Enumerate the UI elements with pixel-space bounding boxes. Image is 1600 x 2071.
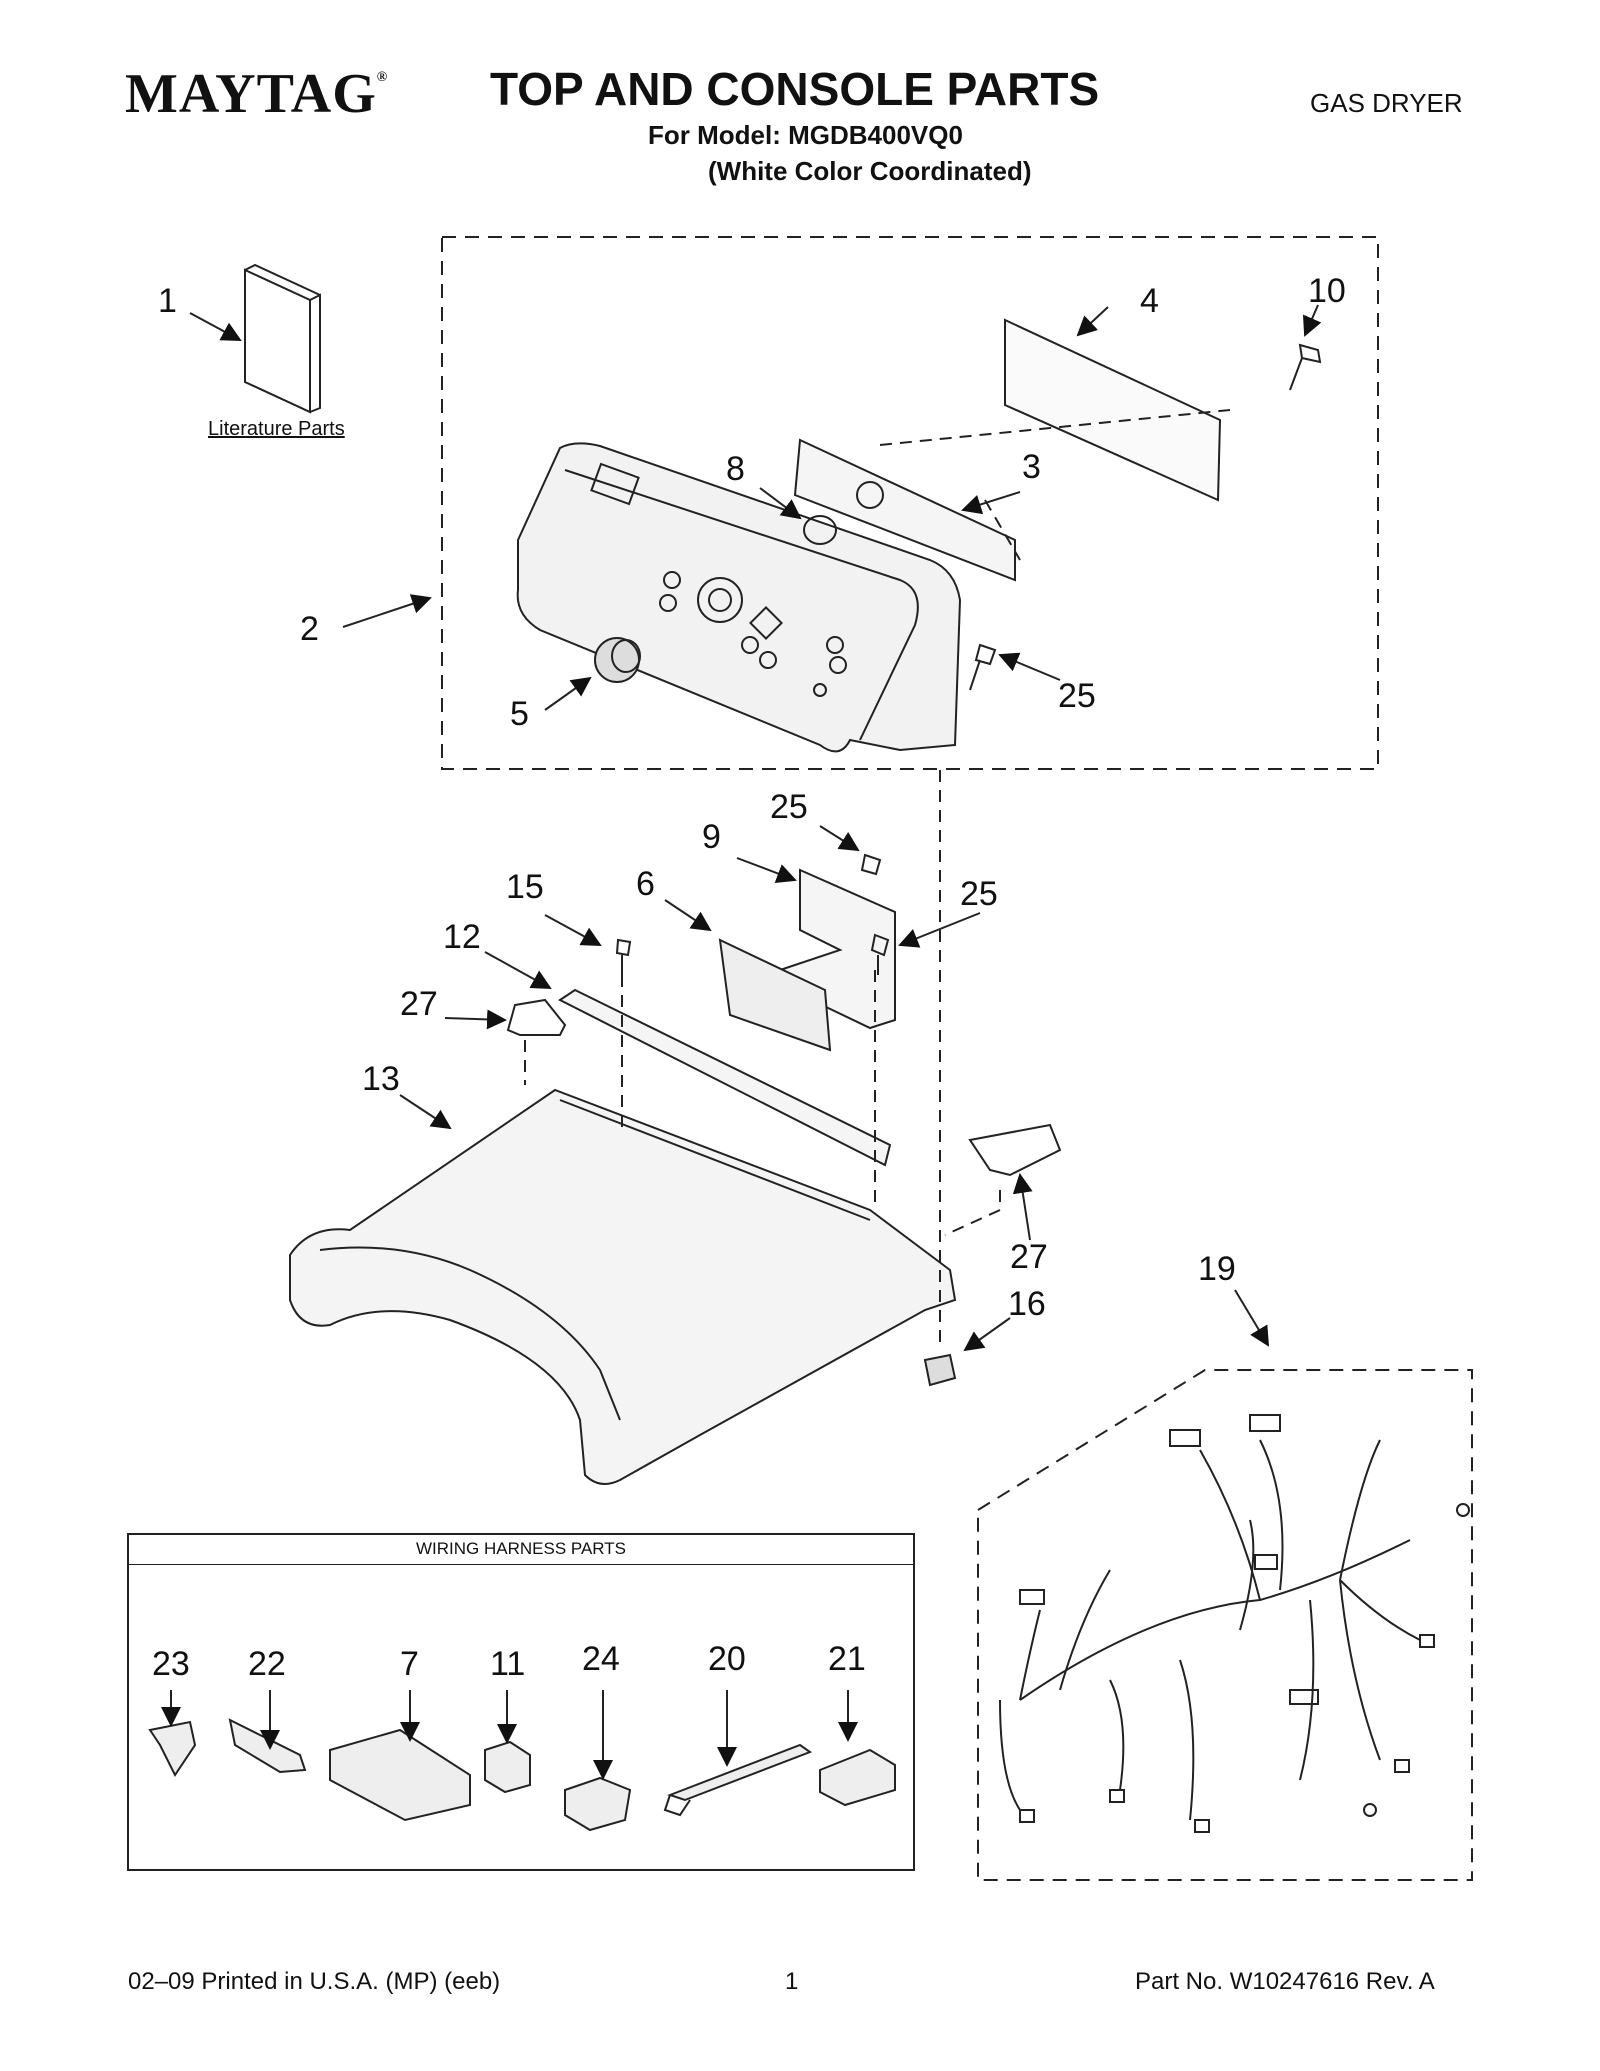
part-24-icon <box>564 1776 632 1832</box>
callout-9: 9 <box>702 818 721 856</box>
console-assembly-box <box>441 236 1379 770</box>
callout-6: 6 <box>636 865 655 903</box>
rear-housing-icon <box>1004 318 1222 502</box>
callout-8: 8 <box>726 450 745 488</box>
part-22-icon <box>228 1718 307 1774</box>
callout-5: 5 <box>510 695 529 733</box>
wh-part-23: 23 <box>152 1645 190 1683</box>
console-panel-icon <box>516 442 962 753</box>
screw-15-icon <box>615 938 632 975</box>
print-info: 02–09 Printed in U.S.A. (MP) (eeb) <box>128 1968 501 1995</box>
color-line: (White Color Coordinated) <box>708 156 1032 186</box>
callout-27a: 27 <box>400 985 438 1023</box>
screw-25b-icon <box>860 853 882 876</box>
wh-part-11: 11 <box>490 1645 526 1683</box>
clip-16-icon <box>923 1353 957 1387</box>
callout-12: 12 <box>443 918 481 956</box>
callout-4: 4 <box>1140 282 1159 320</box>
product-type: GAS DRYER <box>1310 88 1463 118</box>
callout-19: 19 <box>1198 1250 1236 1288</box>
part-21-icon <box>819 1748 896 1807</box>
screw-25c-icon <box>870 933 890 975</box>
callout-13: 13 <box>362 1060 400 1098</box>
callout-3: 3 <box>1022 448 1041 486</box>
page-number: 1 <box>785 1968 799 1995</box>
callout-2: 2 <box>300 610 319 648</box>
callout-16: 16 <box>1008 1285 1046 1323</box>
screw-25-icon <box>969 643 997 691</box>
callout-15: 15 <box>506 868 544 906</box>
part-7-icon <box>329 1728 471 1822</box>
literature-book-icon <box>244 263 321 414</box>
callout-1: 1 <box>158 282 177 320</box>
wh-part-20: 20 <box>708 1640 746 1678</box>
callout-10: 10 <box>1308 272 1346 310</box>
part-20-icon <box>667 1743 813 1802</box>
literature-parts-link[interactable]: Literature Parts <box>208 418 345 440</box>
wh-part-21: 21 <box>828 1640 866 1678</box>
strip-icon <box>558 988 892 1167</box>
pad-27-right-icon <box>968 1123 1062 1177</box>
module-icon <box>718 938 832 1052</box>
control-board-icon <box>793 438 1016 582</box>
part-number: Part No. W10247616 Rev. A <box>1135 1968 1435 1995</box>
wiring-harness-icon <box>999 1414 1470 1833</box>
wh-part-22: 22 <box>248 1645 286 1683</box>
page-title: TOP AND CONSOLE PARTS <box>490 63 1100 115</box>
callout-27b: 27 <box>1010 1238 1048 1276</box>
wh-part-7: 7 <box>400 1645 419 1683</box>
harness-box <box>977 1369 1473 1881</box>
wiring-harness-title: WIRING HARNESS PARTS <box>128 1534 914 1565</box>
wiring-parts-box <box>127 1533 915 1871</box>
wh-part-24: 24 <box>582 1640 620 1678</box>
pad-27-left-icon <box>506 998 567 1036</box>
screw-10-icon <box>1289 343 1322 391</box>
callout-25b: 25 <box>770 788 808 826</box>
callout-25a: 25 <box>1058 677 1096 715</box>
gasket-icon <box>803 515 837 545</box>
part-11-icon <box>484 1740 531 1794</box>
callout-25c: 25 <box>960 875 998 913</box>
model-line: For Model: MGDB400VQ0 <box>648 120 963 150</box>
brand-logo: MAYTAG® <box>125 63 389 125</box>
part-23-icon <box>148 1720 197 1777</box>
